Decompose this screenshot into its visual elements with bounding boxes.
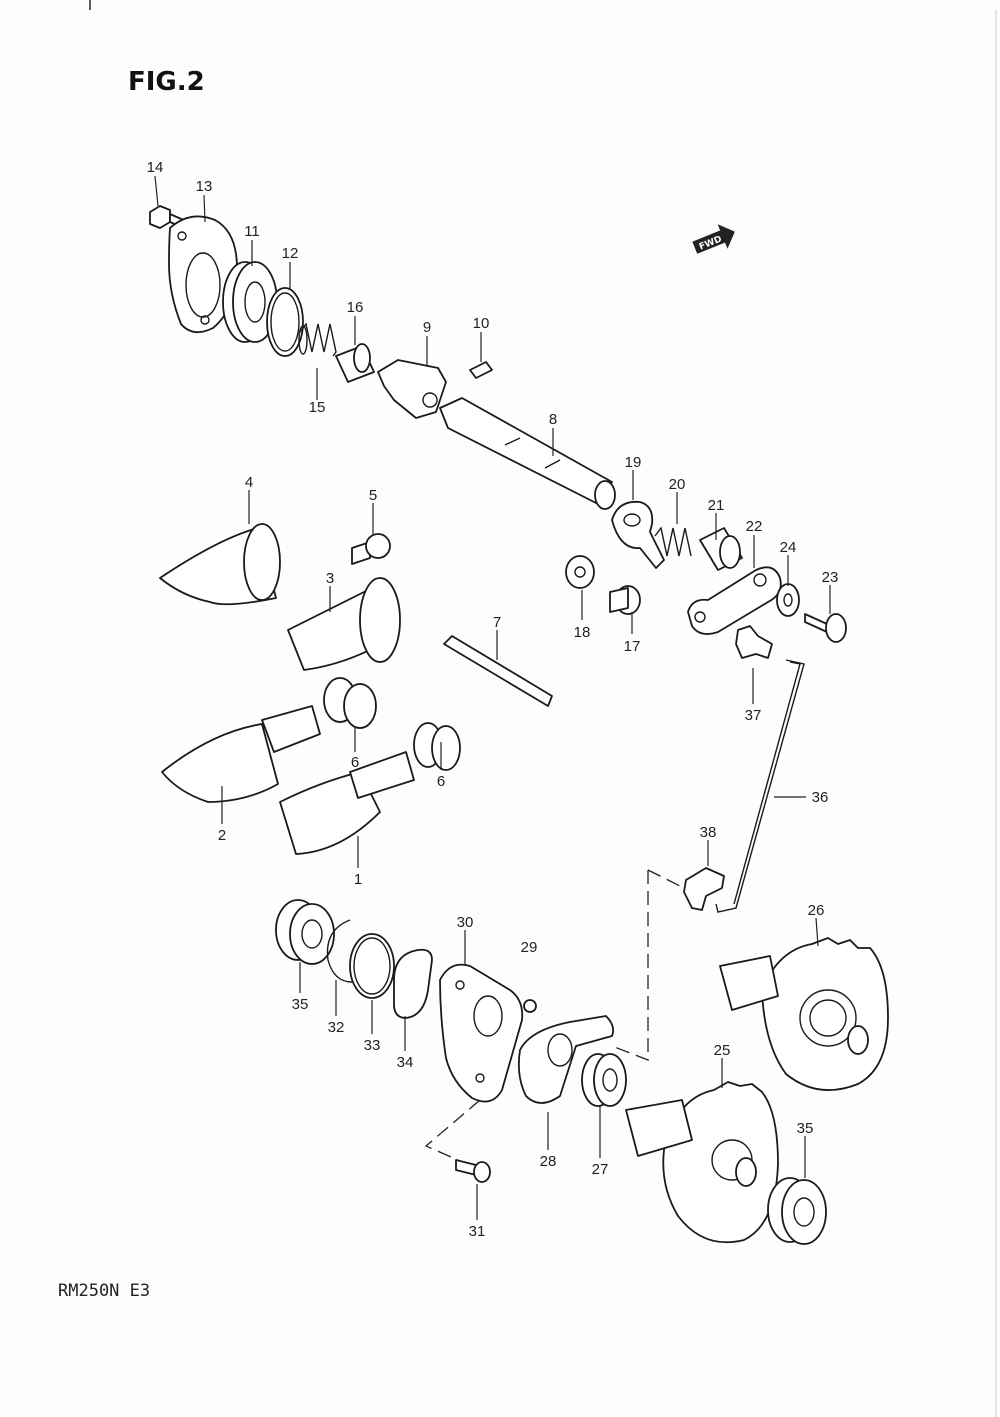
callout-18: 18 [574,624,591,641]
callout-35-right: 35 [797,1120,814,1137]
callout-24: 24 [780,539,797,556]
callout-33: 33 [364,1037,381,1054]
part-24-washer [776,583,800,617]
part-4-valve [159,523,281,606]
part-35-bearing-right [767,1177,827,1245]
callout-17: 17 [624,638,641,655]
callout-4: 4 [245,474,253,491]
part-12-o-ring [266,287,304,357]
part-26-gear [719,937,889,1091]
part-15-spring [298,322,337,357]
callout-27: 27 [592,1161,609,1178]
part-2-valve [161,705,321,803]
part-17-screw [609,585,641,615]
part-6-collar-lower [413,722,461,771]
part-9-fork-joint [377,359,447,419]
callout-37: 37 [745,707,762,724]
part-11-bearing [222,261,278,343]
callout-12: 12 [282,245,299,262]
part-6-collar-upper [323,677,377,729]
part-8-shaft [439,397,616,510]
part-13-gasket [168,215,238,334]
model-code: RM250N E3 [58,1281,150,1301]
callout-21: 21 [708,497,725,514]
callout-16: 16 [347,299,364,316]
part-22-lever [687,566,782,635]
part-25-gear [625,1081,779,1244]
callout-32: 32 [328,1019,345,1036]
figure-title: FIG.2 [128,67,205,97]
part-18-washer [565,555,595,589]
callout-6-lower: 6 [437,773,445,790]
callout-25: 25 [714,1042,731,1059]
part-20-spring [654,526,692,557]
callout-7: 7 [493,614,501,631]
part-35-bearing-left [275,899,335,965]
callout-11: 11 [244,223,260,240]
callout-8: 8 [549,411,557,428]
part-34-seal [393,948,433,1019]
part-31-screw [455,1159,491,1183]
callout-19: 19 [625,454,642,471]
callout-9: 9 [423,319,431,336]
part-29-ball [523,999,537,1013]
callout-15: 15 [309,399,326,416]
callout-20: 20 [669,476,686,493]
part-28-cam [517,1015,615,1104]
part-7-pin [443,635,553,707]
part-27-seal [581,1053,627,1107]
callout-5: 5 [369,487,377,504]
fwd-arrow-icon: FWD [692,224,735,254]
callout-3: 3 [326,570,334,587]
callout-14: 14 [147,159,164,176]
callout-10: 10 [473,315,490,332]
part-5-bolt [351,533,391,565]
callout-35-left: 35 [292,996,309,1013]
part-19-bracket [611,500,665,569]
part-16-collar [335,343,375,383]
fwd-badge-label: FWD [698,234,724,252]
part-23-bolt [804,613,847,643]
assembly-guide-line [647,869,685,889]
part-38-clip [683,867,725,911]
part-21-collar [699,527,743,571]
callout-38: 38 [700,824,717,841]
part-30-gasket [439,963,524,1103]
callout-30: 30 [457,914,474,931]
callout-6-upper: 6 [351,754,359,771]
leader-lines [154,175,831,1220]
callout-36: 36 [812,789,829,806]
callout-31: 31 [469,1223,486,1240]
callout-29: 29 [521,939,538,956]
callout-28: 28 [540,1153,557,1170]
part-1-valve [279,751,415,855]
callout-13: 13 [196,178,213,195]
part-37-clip [735,625,773,659]
part-36-rod [715,659,805,913]
part-3-valve [287,577,401,671]
callout-23: 23 [822,569,839,586]
callout-34: 34 [397,1054,414,1071]
assembly-guide-line [424,1099,481,1161]
part-33-o-ring [349,933,395,999]
part-32-circlip [326,919,353,983]
callout-22: 22 [746,518,763,535]
callout-26: 26 [808,902,825,919]
assembly-guide-line [611,870,649,1061]
callout-2: 2 [218,827,226,844]
callout-1: 1 [354,871,362,888]
part-10-set-screw [469,361,493,379]
